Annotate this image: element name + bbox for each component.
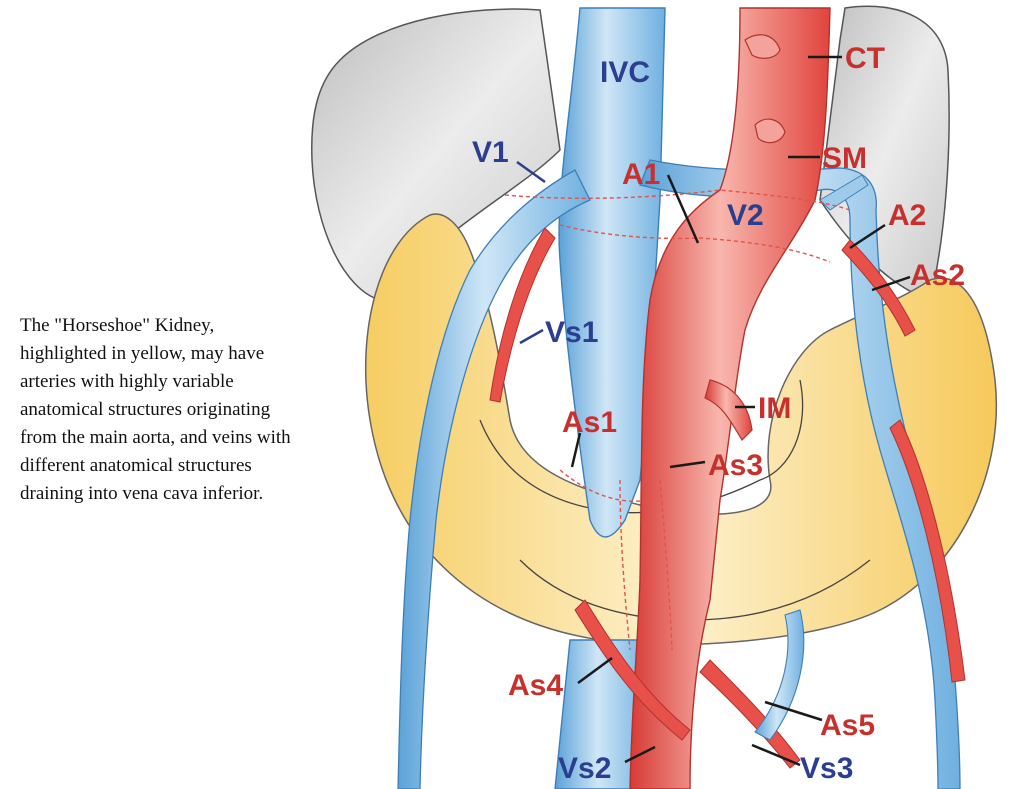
leader-vs2 [624, 745, 656, 764]
caption-line: The "Horseshoe" Kidney, [20, 315, 215, 336]
accessory-artery-lower-right [699, 659, 801, 769]
leader-as5 [764, 700, 823, 722]
label-v1: V1 [472, 136, 509, 169]
label-as2: As2 [910, 259, 965, 292]
accessory-artery-left [489, 227, 556, 403]
label-sm: SM [822, 142, 867, 175]
caption-line: arteries with highly variable [20, 371, 234, 392]
leader-as3 [669, 460, 706, 469]
leader-a1 [666, 174, 700, 244]
dashed-vessel-path [504, 189, 851, 211]
vein-branch-upper-right [819, 174, 869, 211]
label-as3: As3 [708, 449, 763, 482]
leader-a2 [849, 223, 886, 250]
caption-line: draining into vena cava inferior. [20, 483, 264, 504]
label-as1: As1 [562, 406, 617, 439]
label-ct: CT [845, 42, 885, 75]
label-vs3: Vs3 [800, 752, 853, 785]
leader-vs3 [751, 743, 801, 767]
leader-v1 [516, 160, 546, 184]
accessory-artery-right-lower [889, 419, 966, 683]
lower-vein-branch [754, 609, 805, 741]
inferior-mesenteric-branch [704, 379, 753, 441]
label-a1: A1 [622, 158, 660, 191]
dashed-vessel-path [619, 479, 631, 651]
leader-as2 [871, 275, 911, 292]
horseshoe-kidney [364, 213, 998, 646]
label-as5: As5 [820, 709, 875, 742]
caption-line: from the main aorta, and veins with [20, 427, 291, 448]
dashed-vessel-path [559, 469, 651, 502]
caption: The "Horseshoe" Kidney, highlighted in y… [20, 312, 340, 508]
dashed-vessel-path [659, 479, 673, 651]
label-ivc: IVC [600, 56, 650, 89]
caption-line: anatomical structures originating [20, 399, 271, 420]
superior-mesenteric-branch [754, 118, 786, 144]
caption-line: different anatomical structures [20, 455, 252, 476]
label-a2: A2 [888, 199, 926, 232]
label-im: IM [758, 392, 791, 425]
dashed-vessel-path [559, 224, 831, 263]
leader-vs1 [519, 328, 544, 345]
label-vs1: Vs1 [545, 316, 598, 349]
label-as4: As4 [508, 669, 563, 702]
label-vs2: Vs2 [558, 752, 611, 785]
celiac-trunk-branch [744, 34, 781, 59]
left-renal-vein-v1 [397, 169, 591, 789]
leader-as4 [577, 656, 613, 685]
label-v2: V2 [727, 199, 764, 232]
caption-line: highlighted in yellow, may have [20, 343, 265, 364]
accessory-artery-lower-left [574, 599, 691, 741]
leader-as1 [570, 432, 582, 468]
